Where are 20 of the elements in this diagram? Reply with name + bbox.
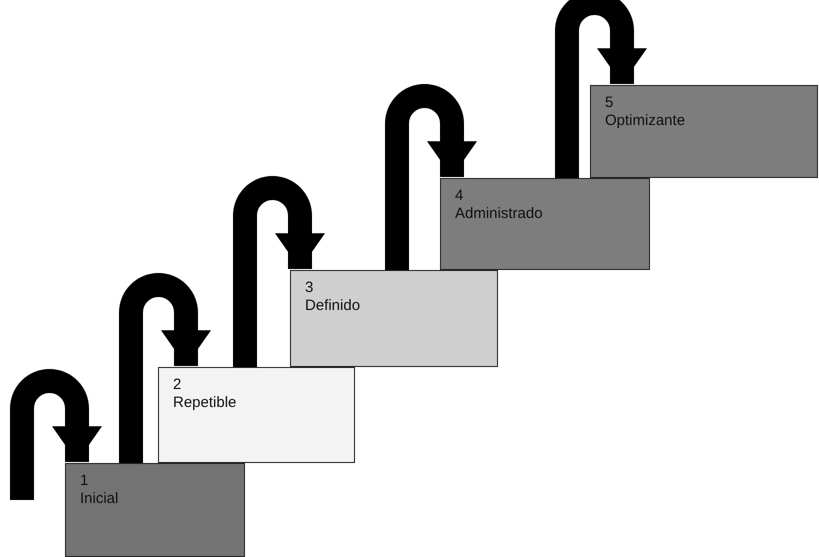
level-name: Inicial	[80, 490, 118, 508]
level-box	[290, 270, 498, 367]
level-box	[65, 463, 245, 557]
level-name: Repetible	[173, 394, 236, 412]
level-number: 4	[455, 187, 464, 205]
level-box	[440, 178, 650, 270]
level-name: Optimizante	[605, 112, 686, 130]
level-name: Definido	[305, 297, 360, 315]
level-number: 5	[605, 94, 614, 112]
level-box	[590, 85, 818, 178]
curved-arrow	[233, 176, 325, 367]
curved-arrow	[385, 84, 477, 270]
curved-arrow	[10, 369, 102, 500]
curved-arrow	[555, 0, 647, 178]
level-number: 3	[305, 279, 314, 297]
level-number: 2	[173, 376, 182, 394]
level-number: 1	[80, 472, 88, 490]
curved-arrow	[119, 273, 211, 463]
level-box	[158, 367, 355, 463]
level-name: Administrado	[455, 205, 543, 223]
